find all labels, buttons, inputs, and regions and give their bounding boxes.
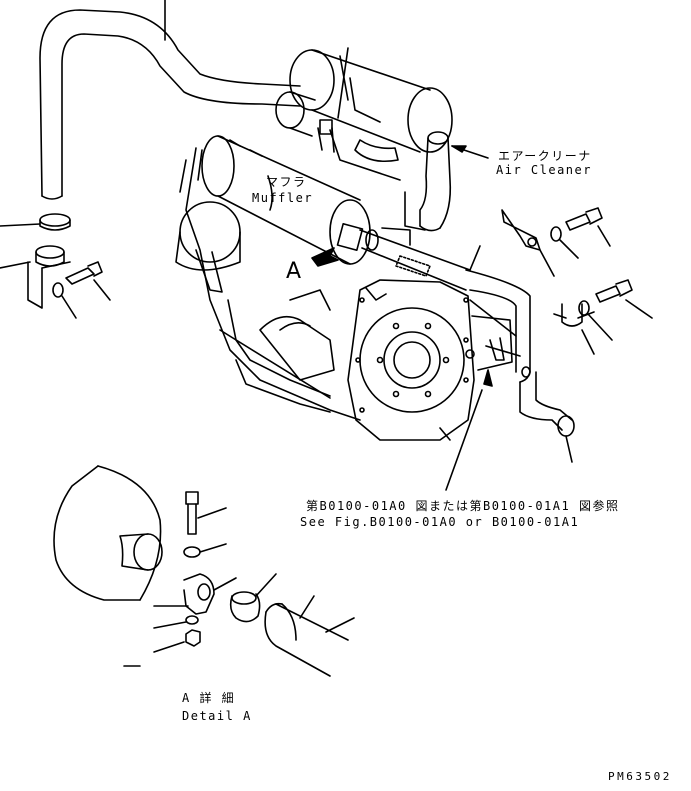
intake-hose [39,0,301,200]
bolt-part-lower-right [595,279,653,319]
reference-leader [445,389,483,491]
reference-label-en: See Fig.B0100-01A0 or B0100-01A1 [300,515,579,529]
detail-label-en: Detail A [182,709,252,723]
muffler-label-en: Muffler [252,191,313,205]
air-cleaner-leader [451,145,489,159]
muffler-body [179,135,371,265]
air-cleaner-label-jp: エアークリーナ [498,149,592,163]
mounting-bracket-part [0,245,71,309]
bolt-part-left [65,261,111,301]
washer-part-lower-right [578,300,613,341]
engine-block [175,147,361,421]
air-cleaner-label-en: Air Cleaner [496,163,592,177]
hose-clamp-part [0,213,71,231]
detail-a-bracket [153,573,237,615]
bolt-part-upper-right [565,207,611,247]
detail-a-clamp [229,573,277,623]
view-marker-label: A [286,259,301,284]
detail-a-lock-washer [153,615,199,629]
washer-part-upper-right [550,226,579,259]
muffler-label-jp: マフラ [266,175,307,189]
tailpipe [465,269,575,463]
tailpipe-bracket-assembly [465,299,531,387]
view-arrow-a [311,247,339,267]
air-cleaner-body [275,47,453,181]
reference-label-jp: 第B0100-01A0 図または第B0100-01A1 図参照 [306,498,619,513]
detail-label-jp: A 詳 細 [182,690,235,705]
detail-a-washer [183,543,227,558]
strap-bracket-part [501,209,555,277]
air-cleaner-outlet-elbow [381,131,452,246]
detail-a-hose [264,595,355,677]
detail-a-nut [153,629,201,653]
washer-part-left [52,282,77,319]
text-layer: エアークリーナ Air Cleaner マフラ Muffler A 第B0100… [182,149,672,783]
drawing-code: PM63502 [608,770,672,783]
muffler-outlet-pipe [336,222,481,291]
detail-a-bolt [185,491,227,535]
detail-a-muffler-end [53,465,163,601]
flywheel-housing [347,279,475,441]
